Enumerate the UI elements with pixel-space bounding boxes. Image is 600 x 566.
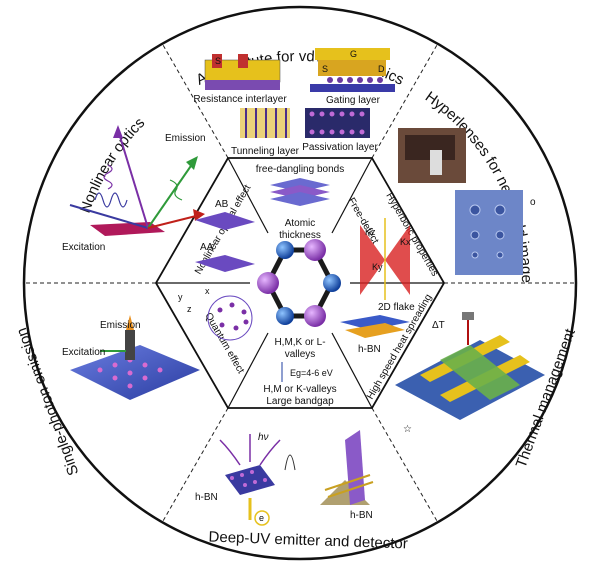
deep-uv-hbn-left-label: h-BN <box>195 492 218 503</box>
outer-circle <box>22 5 578 561</box>
sector-dividers <box>24 44 576 522</box>
nitrogen-atom <box>276 307 294 325</box>
resistance-interlayer-label: Resistance interlayer <box>193 94 287 105</box>
boron-atom <box>257 272 279 294</box>
large-bandgap-label: Large bandgap <box>266 396 334 407</box>
deep-uv-panel: e hν h-BN h-BN <box>195 430 374 526</box>
deep-uv-hv-label: hν <box>258 432 269 443</box>
deep-uv-hbn-right-label: h-BN <box>350 510 373 521</box>
svg-text:S: S <box>215 56 221 66</box>
label-deep-uv: Deep-UV emitter and detector <box>208 529 408 553</box>
quantum-lattice-icon <box>207 295 253 341</box>
ab-stacking-label: AB <box>215 199 229 210</box>
svg-text:D: D <box>378 64 385 74</box>
svg-text:x: x <box>205 286 210 296</box>
svg-text:Kx: Kx <box>400 237 411 247</box>
free-dangling-bonds-label: free-dangling bonds <box>256 164 344 175</box>
layer-stack-icon <box>270 178 330 206</box>
gating-layer-label: Gating layer <box>326 95 381 106</box>
ab-stack-icon <box>195 212 255 230</box>
boron-atom <box>304 239 326 261</box>
tunneling-layer-label: Tunneling layer <box>231 146 300 157</box>
svg-text:Ky: Ky <box>372 262 383 272</box>
central-hbn-ring <box>257 239 341 327</box>
thermal-star-mark: ☆ <box>403 424 412 435</box>
atomic-label: Atomic <box>285 218 316 229</box>
passivation-layer-label: Passivation layer <box>302 142 378 153</box>
nonlinear-excitation-label: Excitation <box>62 242 105 253</box>
svg-text:S: S <box>322 64 328 74</box>
boron-atom <box>304 305 326 327</box>
nonlinear-emission-label: Emission <box>165 133 206 144</box>
hexagon-spokes <box>156 157 444 409</box>
svg-text:e: e <box>259 513 264 523</box>
label-thermal-management: Thermal management <box>513 326 579 470</box>
nitrogen-atom <box>323 274 341 292</box>
hbn-inner-label: h-BN <box>358 344 381 355</box>
thermal-delta-t-label: ΔT <box>432 320 445 331</box>
svg-text:y: y <box>178 292 183 302</box>
valleys-line1: H,M,K or L- <box>274 337 325 348</box>
svg-text:z: z <box>187 304 192 314</box>
valleys-line2: valleys <box>285 349 316 360</box>
nonlinear-optics-panel: Emission Excitation <box>62 125 206 253</box>
svg-text:G: G <box>350 49 357 59</box>
2d-flake-label: 2D flake <box>378 302 415 313</box>
single-photon-excitation-label: Excitation <box>62 347 105 358</box>
single-photon-emission-label: Emission <box>100 320 141 331</box>
aa-stack-icon <box>195 255 255 272</box>
svg-text:Kz: Kz <box>365 227 376 237</box>
electronics-panel: S Resistance interlayer G S D Gating lay… <box>193 48 395 157</box>
nitrogen-atom <box>276 241 294 259</box>
valleys2-label: H,M or K-valleys <box>263 384 336 395</box>
flake-stack-icon <box>340 315 410 338</box>
single-photon-panel: Emission Excitation <box>62 315 200 400</box>
thermal-panel: ΔT ☆ <box>395 312 545 435</box>
hyperbolic-cone-icon <box>360 218 410 300</box>
hyperlens-panel: o <box>398 128 536 275</box>
thickness-label: thickness <box>279 230 321 241</box>
aa-stacking-label: AA' <box>200 242 215 253</box>
hyperlens-o-mark: o <box>530 197 536 208</box>
bandgap-eg-label: Eg=4-6 eV <box>290 368 333 378</box>
